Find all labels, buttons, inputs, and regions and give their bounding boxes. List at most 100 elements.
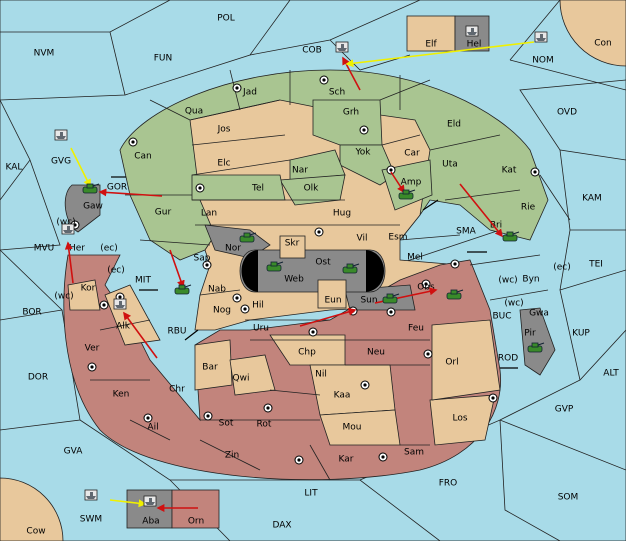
territory-Bar[interactable] — [194, 339, 233, 391]
territory-Qwi[interactable] — [229, 354, 276, 396]
territory-label-Hug: Hug — [333, 209, 351, 219]
territory-Eun[interactable] — [317, 279, 347, 309]
coast-label: (ec) — [553, 263, 571, 273]
move-arrow-red — [123, 311, 158, 359]
fleet-unit-icon[interactable] — [534, 31, 548, 43]
territory-label-KAM: KAM — [582, 194, 602, 204]
territory-label-Sot: Sot — [219, 419, 234, 429]
territory-label-Gaw: Gaw — [83, 202, 103, 212]
territory-label-Zin: Zin — [225, 451, 239, 461]
territory-label-KAL: KAL — [6, 163, 23, 173]
supply-center-icon — [421, 279, 431, 289]
army-unit-icon[interactable] — [174, 284, 192, 295]
territory-Orn[interactable] — [171, 489, 220, 529]
territory-label-GVG: GVG — [51, 157, 71, 167]
territory-label-Vil: Vil — [357, 234, 368, 244]
territory-label-Eun: Eun — [324, 296, 341, 306]
territory-label-Orn: Orn — [188, 517, 204, 527]
army-unit-icon[interactable] — [266, 261, 284, 272]
territory-Kor-west[interactable] — [67, 279, 101, 311]
territory-label-Qua: Qua — [185, 107, 203, 117]
adjacency-markers — [111, 176, 518, 369]
supply-centers — [70, 75, 540, 465]
territory-label-Lan: Lan — [201, 209, 217, 219]
supply-center-icon — [530, 167, 540, 177]
territory-label-Tel: Tel — [251, 184, 264, 194]
territory-label-BUC: BUC — [492, 312, 511, 322]
impassable-right — [366, 250, 384, 292]
move-arrow-red — [64, 241, 74, 284]
fleet-unit-icon[interactable] — [54, 129, 68, 141]
army-unit-icon[interactable] — [382, 293, 400, 304]
coast-label: (ec) — [100, 244, 118, 254]
coast-label: (wc) — [54, 292, 73, 302]
territory-label-KUP: KUP — [572, 329, 590, 339]
army-unit-icon[interactable] — [502, 231, 520, 242]
supply-center-icon — [314, 227, 324, 237]
fleet-unit-icon[interactable] — [465, 25, 479, 37]
fleet-unit-icon[interactable] — [84, 489, 98, 501]
supply-center-icon — [488, 393, 498, 403]
fleet-unit-icon[interactable] — [113, 298, 127, 310]
territory-label-Pir: Pir — [524, 329, 536, 339]
army-unit-icon[interactable] — [398, 189, 416, 200]
territory-label-FUN: FUN — [154, 54, 173, 64]
supply-center-icon — [202, 260, 212, 270]
territory-label-Mel: Mel — [407, 253, 423, 263]
territory-label-FRO: FRO — [439, 479, 458, 489]
territory-label-NVM: NVM — [34, 49, 55, 59]
territory-label-ALT: ALT — [603, 369, 619, 379]
territory-label-Amp: Amp — [401, 178, 422, 188]
supply-center-icon — [99, 300, 109, 310]
territory-label-NOM: NOM — [532, 56, 554, 66]
territory-label-Ost: Ost — [315, 258, 331, 268]
coast-label: (wc) — [498, 276, 517, 286]
territory-Los[interactable] — [429, 394, 496, 446]
supply-center-icon — [143, 413, 153, 423]
supply-center-icon — [87, 362, 97, 372]
territory-Skr[interactable] — [279, 235, 306, 259]
territory-label-Nog: Nog — [213, 306, 231, 316]
territory-label-Her: Her — [69, 244, 85, 254]
territory-label-Eld: Eld — [447, 120, 461, 130]
territory-Cow[interactable] — [0, 477, 64, 541]
territory-label-Bar: Bar — [202, 363, 218, 373]
territory-label-Jad: Jad — [242, 88, 257, 98]
supply-center-icon — [378, 452, 388, 462]
territory-Pir[interactable] — [519, 307, 556, 376]
army-unit-icon[interactable] — [342, 263, 360, 274]
supply-center-icon — [294, 455, 304, 465]
territory-label-GVA: GVA — [64, 447, 84, 457]
territory-label-Nab: Nab — [208, 285, 226, 295]
army-unit-icon[interactable] — [239, 232, 257, 243]
army-unit-icon[interactable] — [82, 183, 100, 194]
fleet-unit-icon[interactable] — [61, 223, 75, 235]
territory-label-Chp: Chp — [298, 348, 316, 358]
territory-label-COB: COB — [302, 46, 322, 56]
territory-label-Ken: Ken — [113, 390, 130, 400]
territory-Orl[interactable] — [431, 319, 501, 401]
supply-center-icon — [450, 259, 460, 269]
territory-Elf[interactable] — [406, 15, 456, 52]
fleet-unit-icon[interactable] — [335, 41, 349, 53]
territory-label-Con: Con — [594, 39, 612, 49]
army-unit-icon[interactable] — [446, 289, 464, 300]
territory-Gaw[interactable] — [64, 184, 101, 233]
territory-Tel[interactable] — [191, 174, 286, 201]
territory-label-LIT: LIT — [304, 489, 318, 499]
coast-label: (wc) — [504, 299, 523, 309]
territory-label-Sun: Sun — [360, 296, 377, 306]
territory-label-DAX: DAX — [272, 521, 291, 531]
territory-label-Yok: Yok — [354, 148, 371, 158]
territory-Con[interactable] — [559, 0, 626, 67]
territory-label-MIT: MIT — [135, 276, 151, 286]
territory-label-Byn: Byn — [522, 275, 539, 285]
army-unit-icon[interactable] — [527, 342, 545, 353]
impassable-left — [241, 250, 258, 292]
territory-label-Ail: Ail — [147, 423, 158, 433]
supply-center-icon — [423, 349, 433, 359]
fleet-unit-icon[interactable] — [143, 495, 157, 507]
supply-center-icon — [263, 403, 273, 413]
